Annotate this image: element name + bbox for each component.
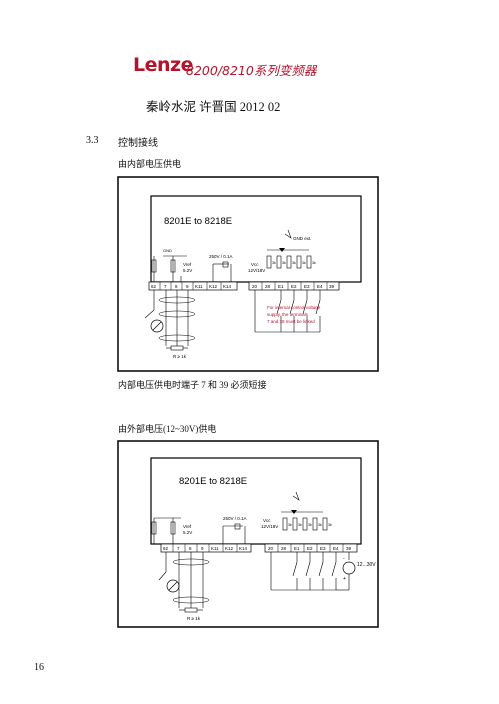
diagram1-switch-wiring [254,290,321,333]
diagram2-relay-label: 250V / 0.1A [223,516,247,521]
document-title: 8200/8210系列变频器 [186,63,317,78]
paragraph-internal-supply: 由内部电压供电 [118,159,182,169]
diagram2-pot-label: R ≥ 1k [187,616,201,621]
svg-text:62: 62 [163,546,169,551]
diagram1-terminals-right: 20 28 E1 E2 E3 E4 39 [248,281,340,291]
diagram2-switch-wiring [270,552,356,591]
diagram1-terminals-left: 62 7 8 9 K11 K12 K14 [148,281,238,291]
svg-text:9: 9 [186,284,189,289]
svg-text:39: 39 [346,546,352,551]
diagram2-ext-plus: + [343,576,346,582]
diagram1-potentiometer-wiring: R ≥ 1k [144,290,196,359]
svg-text:K12: K12 [209,284,218,289]
diagram1-resistor-bank: 3k 3k 3k 3k 3k [266,255,316,269]
svg-text:20: 20 [252,284,258,289]
svg-text:K14: K14 [223,284,232,289]
diagram1-note-line3: 7 and 39 must be linked [267,319,315,324]
svg-text:39: 39 [329,284,335,289]
svg-text:E1: E1 [294,546,300,551]
svg-text:3k: 3k [298,523,302,527]
svg-text:28: 28 [265,284,271,289]
diagram1-model: 8201E to 8218E [164,216,232,227]
svg-text:E1: E1 [278,284,284,289]
diagram1-vref-label: Vref [183,262,192,267]
svg-text:8: 8 [175,284,178,289]
svg-text:3k: 3k [282,261,286,265]
svg-text:K12: K12 [225,546,234,551]
section-number: 3.3 [86,135,99,146]
diagram2-vcc-label: Vcc [263,518,271,523]
svg-text:E4: E4 [333,546,339,551]
svg-text:8: 8 [189,546,192,551]
svg-text:28: 28 [281,546,287,551]
svg-text:9: 9 [201,546,204,551]
svg-text:E3: E3 [320,546,326,551]
diagram2-potentiometer-wiring: R ≥ 1k [158,552,210,621]
diagram1-vcc-value: 12V/18V [248,268,265,273]
diagram2-ext-minus: - [343,556,345,562]
diagram1-relay-label: 250V / 0.1A [209,254,233,259]
diagram2-vref-label: Vref [183,524,192,529]
svg-text:62: 62 [151,284,157,289]
diagram1-gnd-label: GND [163,248,172,253]
svg-text:20: 20 [268,546,274,551]
document-subtitle: 秦岭水泥 许晋国 2012 02 [146,100,281,114]
diagram2-terminals-right: 20 28 E1 E2 E3 E4 39 [264,543,358,553]
svg-text:3k: 3k [272,261,276,265]
paragraph-external-supply: 由外部电压(12~30V)供电 [118,424,217,434]
diagram2-model: 8201E to 8218E [179,476,247,487]
paragraph-internal-note: 内部电压供电时端子 7 和 39 必须短接 [118,380,267,390]
wiring-diagram-external: 8201E to 8218E Vref 5.2V 250V / 0.1A Vcc… [117,440,379,628]
svg-text:K14: K14 [239,546,248,551]
svg-text:K11: K11 [195,284,203,289]
svg-text:K11: K11 [211,546,219,551]
svg-text:E3: E3 [304,284,310,289]
svg-text:3k: 3k [288,523,292,527]
diagram2-ext-voltage: 12...30V [357,562,376,568]
svg-text:3k: 3k [328,523,332,527]
diagram2-resistor-bank: 3k 3k 3k 3k 3k [282,517,332,531]
lenze-logo: Lenze [133,54,193,76]
diagram2-vcc-value: 12V/18V [261,524,278,529]
svg-text:3k: 3k [308,523,312,527]
diagram1-note-line1: For internal control voltage [267,305,321,310]
diagram2-terminals-left: 62 7 8 9 K11 K12 K14 [160,543,252,553]
diagram1-vcc-label: Vcc [251,262,259,267]
svg-text:7: 7 [177,546,180,551]
svg-text:3k: 3k [302,261,306,265]
page-number: 16 [34,662,44,673]
diagram1-vref-value: 5.2V [183,268,192,273]
diagram1-gnd-ext-label: GND ext. [293,236,312,241]
svg-text:7: 7 [164,284,167,289]
diagram1-pot-label: R ≥ 1k [173,354,187,359]
diagram2-vref-value: 5.2V [183,530,192,535]
svg-text:3k: 3k [318,523,322,527]
diagram1-note-line2: supply, the terminals [267,312,309,317]
svg-text:E4: E4 [317,284,323,289]
svg-text:E2: E2 [307,546,313,551]
wiring-diagram-internal: 8201E to 8218E GND Vref 5.2V 250V / 0.1A… [117,176,379,372]
svg-text:3k: 3k [312,261,316,265]
svg-text:3k: 3k [292,261,296,265]
section-title: 控制接线 [118,138,158,149]
svg-text:E2: E2 [291,284,297,289]
